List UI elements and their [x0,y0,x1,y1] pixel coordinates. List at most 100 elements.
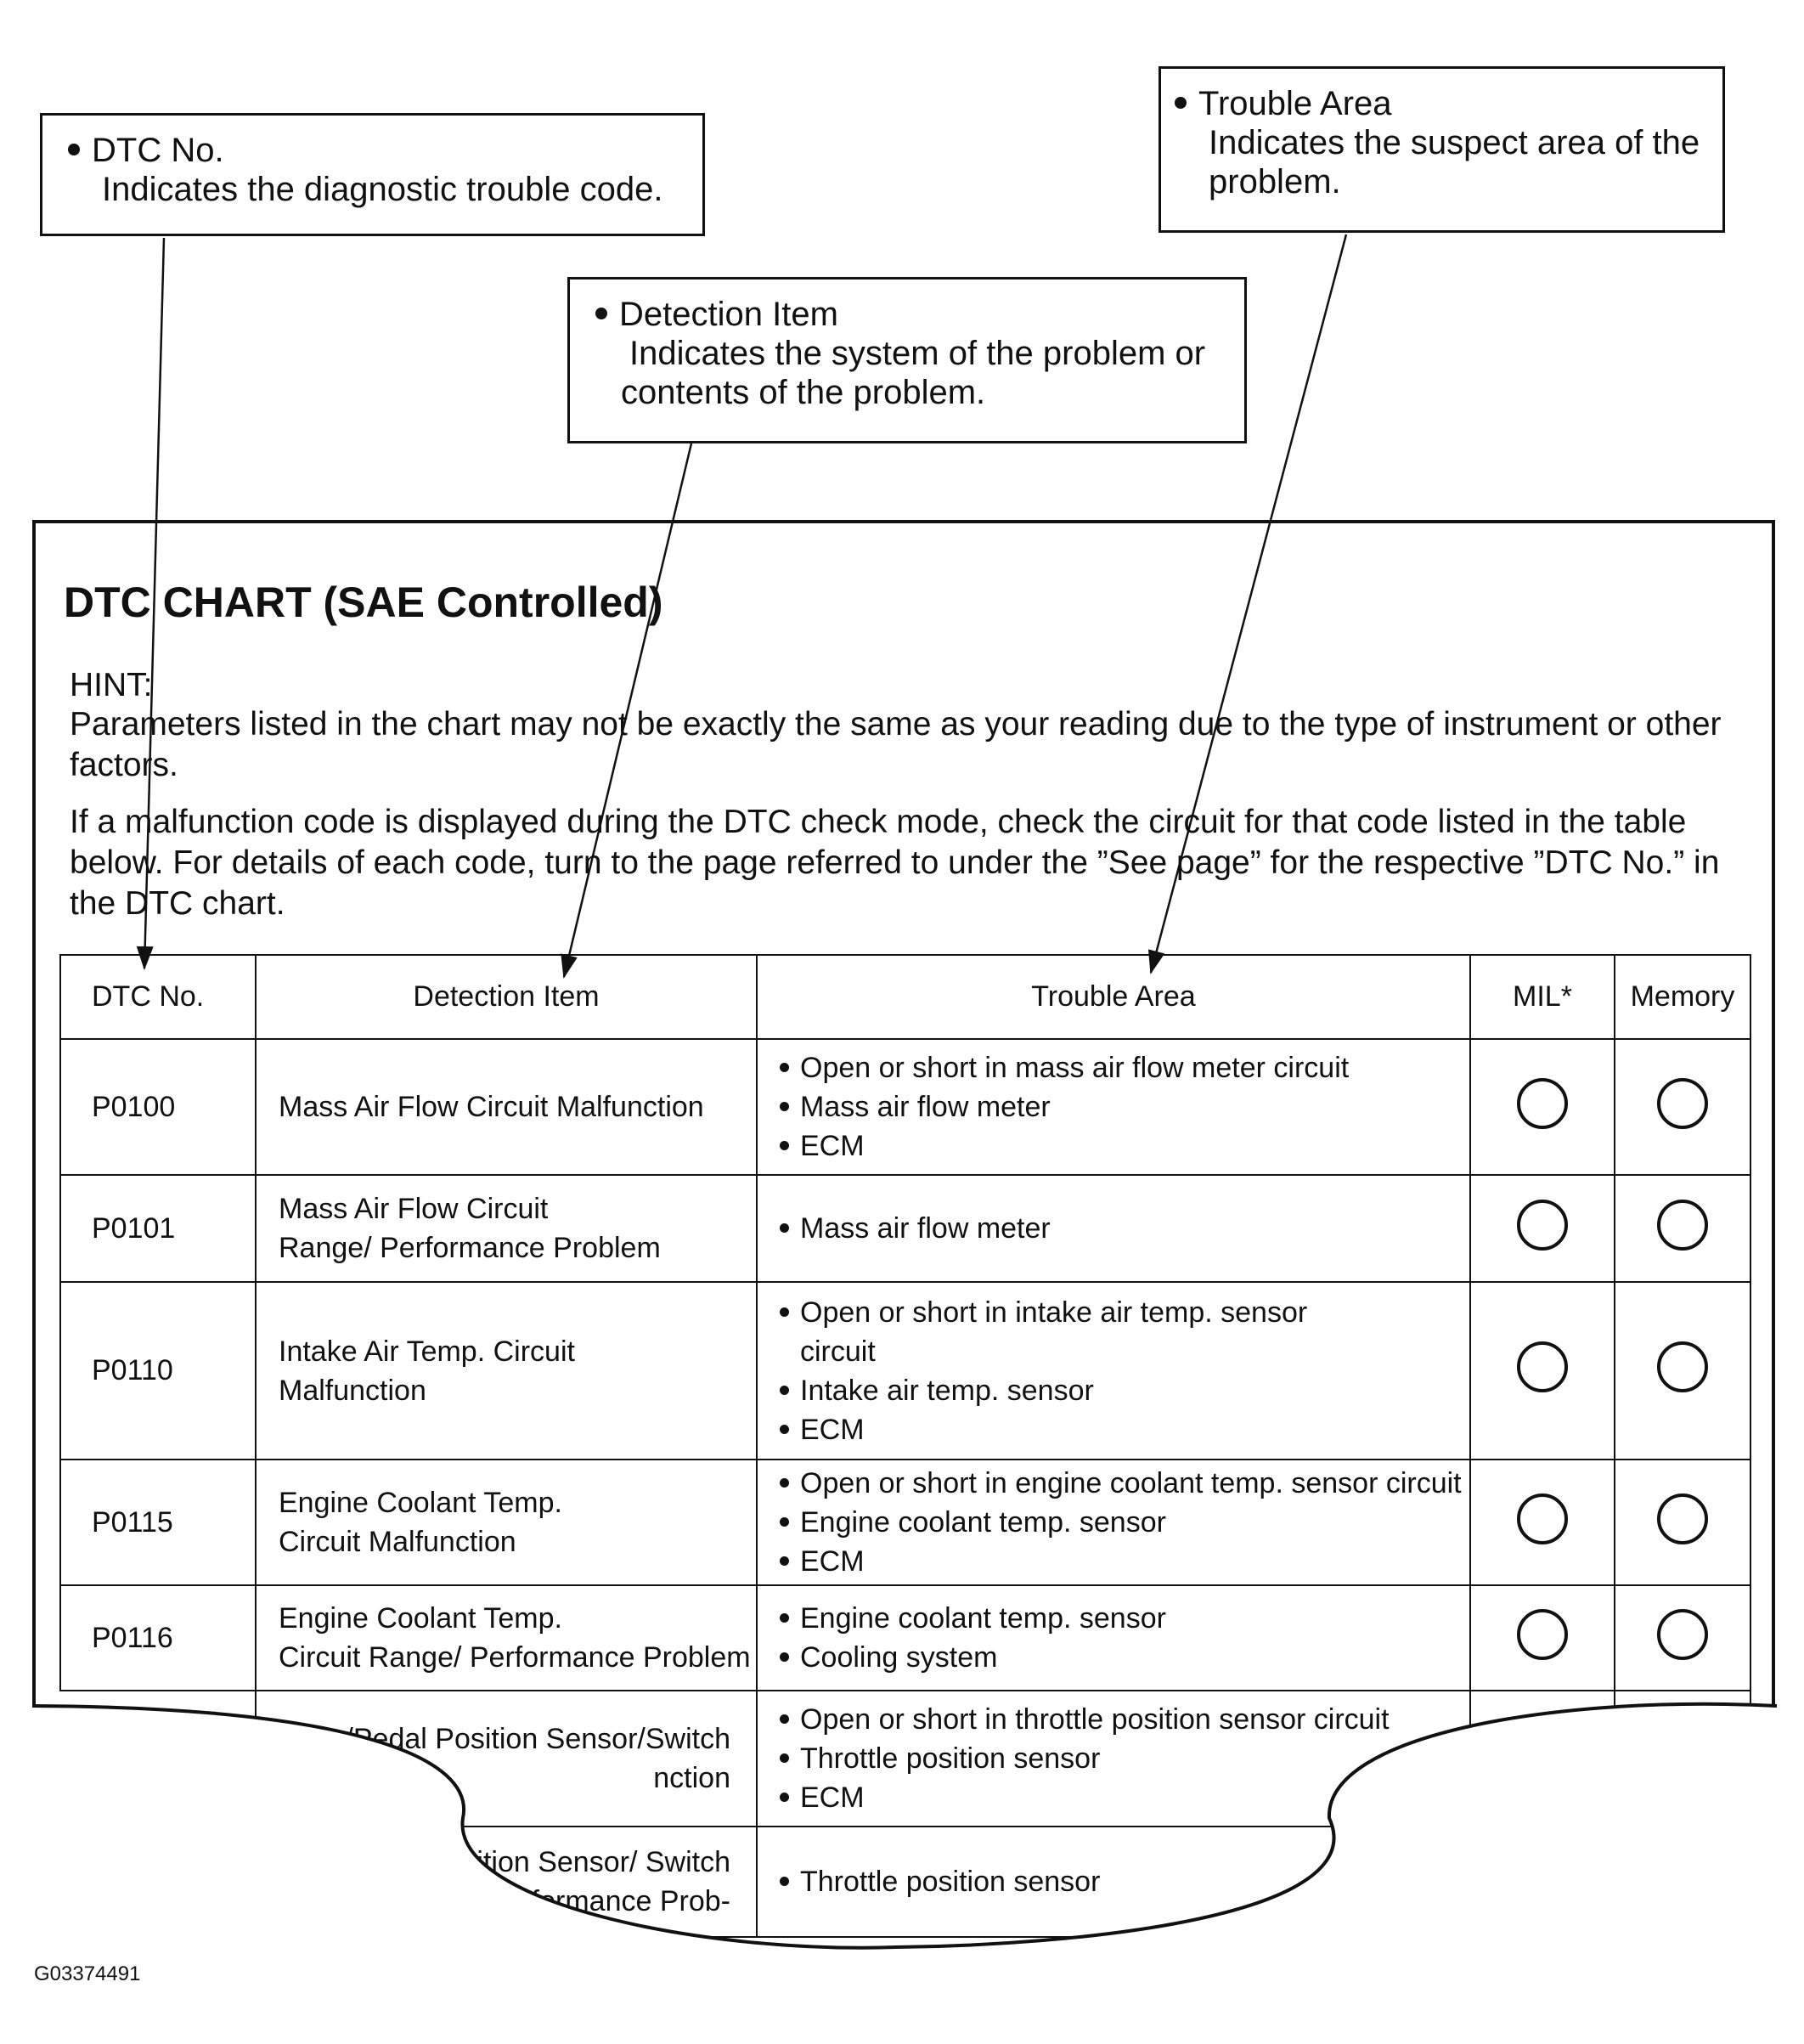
header-dtc-no: DTC No. [59,954,257,1040]
area-item: Mass air flow meter [780,1209,1469,1248]
detection-line: Malfunction [279,1374,426,1407]
area-item: Open or short in engine coolant temp. se… [780,1464,1469,1503]
area-item: ECM [780,1542,1469,1581]
arrow-detection-item [561,443,693,979]
table-row: P0101 Mass Air Flow Circuit Range/ Perfo… [59,1174,1751,1283]
detection-line: /Pedal Position Sensor/Switch [345,1723,730,1755]
trouble-area: Open or short in intake air temp. sensor… [756,1281,1471,1460]
circle-icon [1657,1493,1708,1544]
circle-icon [1517,1341,1568,1392]
dtc-code: P0110 [59,1281,257,1460]
hint-label: HINT: [70,667,153,703]
dtc-code: P0100 [59,1038,257,1176]
header-detection-item: Detection Item [255,954,758,1040]
detection-item: Intake Air Temp. Circuit Malfunction [255,1281,758,1460]
detection-line: Engine Coolant Temp. [279,1602,562,1635]
detection-line: Mass Air Flow Circuit [279,1193,549,1225]
header-trouble-area: Trouble Area [756,954,1471,1040]
callout-dtc-heading: DTC No. [92,132,224,169]
memory-cell [1614,1584,1751,1691]
circle-icon [1657,1199,1708,1251]
mil-cell [1469,1174,1615,1283]
mil-cell [1469,1584,1615,1691]
area-item: Open or short in throttle position senso… [780,1700,1469,1739]
hint-paragraph-1: Parameters listed in the chart may not b… [70,706,1722,783]
callout-trouble-area: Trouble Area Indicates the suspect area … [1159,66,1725,233]
detection-line: Circuit Range/ Performance Problem [279,1641,751,1674]
area-item: Engine coolant temp. sensor [780,1503,1469,1542]
trouble-area: Open or short in mass air flow meter cir… [756,1038,1471,1176]
detection-line: nction [653,1762,730,1794]
detection-line: sition Sensor/ Switch [462,1846,730,1878]
table-row: P0110 Intake Air Temp. Circuit Malfuncti… [59,1281,1751,1460]
trouble-area: Open or short in engine coolant temp. se… [756,1459,1471,1586]
callout-trouble-heading: Trouble Area [1198,85,1392,122]
detection-item: Engine Coolant Temp. Circuit Range/ Perf… [255,1584,758,1691]
detection-item: Mass Air Flow Circuit Malfunction [255,1038,758,1176]
memory-cell [1614,1174,1751,1283]
area-item: Intake air temp. sensor [780,1371,1469,1410]
detection-line: Intake Air Temp. Circuit [279,1335,575,1368]
callout-detection-desc-1: Indicates the system of the problem or [629,335,1206,372]
callout-trouble-desc-2: problem. [1209,163,1341,200]
area-item: Open or short in intake air temp. sensor [780,1293,1469,1332]
header-memory: Memory [1614,954,1751,1040]
dtc-code: P0101 [59,1174,257,1283]
area-item: Open or short in mass air flow meter cir… [780,1048,1469,1087]
detection-line: Engine Coolant Temp. [279,1487,562,1519]
detection-line: Range/ Performance Problem [279,1232,661,1264]
table-row: P0115 Engine Coolant Temp. Circuit Malfu… [59,1459,1751,1586]
detection-item: Mass Air Flow Circuit Range/ Performance… [255,1174,758,1283]
callout-dtc-no: DTC No. Indicates the diagnostic trouble… [40,113,705,236]
arrow-trouble-area [1147,234,1348,974]
area-item: Throttle position sensor [780,1739,1469,1778]
area-item: ECM [780,1410,1469,1449]
callout-detection-item: Detection Item Indicates the system of t… [567,277,1247,443]
circle-icon [1517,1077,1568,1129]
dtc-chart-panel [32,520,1775,1709]
hint-paragraph-2: If a malfunction code is displayed durin… [70,804,1720,922]
detection-line: Mass Air Flow Circuit Malfunction [279,1091,704,1123]
area-item: ECM [780,1778,1469,1817]
torn-edge-mask [0,1705,1804,2044]
area-item: Mass air flow meter [780,1087,1469,1126]
bullet-icon [1175,97,1187,110]
table-header-row: DTC No. Detection Item Trouble Area MIL*… [59,954,1751,1040]
chart-title: DTC CHART (SAE Controlled) [64,579,663,626]
memory-cell [1614,1281,1751,1460]
dtc-code: P0115 [59,1459,257,1586]
mil-cell [1469,1281,1615,1460]
circle-icon [1657,1341,1708,1392]
area-item: Throttle position sensor [780,1862,1469,1901]
trouble-area: Mass air flow meter [756,1174,1471,1283]
bullet-icon [68,144,80,156]
header-mil: MIL* [1469,954,1615,1040]
mil-cell [1469,1459,1615,1586]
torn-edge-line [31,1702,1778,1950]
dtc-code: P0116 [59,1584,257,1691]
arrow-dtc-no [136,237,166,970]
area-item: Engine coolant temp. sensor [780,1599,1469,1638]
table-row: P0100 Mass Air Flow Circuit Malfunction … [59,1038,1751,1176]
circle-icon [1517,1608,1568,1660]
table-row: P0116 Engine Coolant Temp. Circuit Range… [59,1584,1751,1691]
memory-cell [1614,1459,1751,1586]
callout-detection-desc-2: contents of the problem. [621,374,986,411]
circle-icon [1517,1493,1568,1544]
area-item: ECM [780,1126,1469,1166]
trouble-area: Engine coolant temp. sensor Cooling syst… [756,1584,1471,1691]
area-item-continued: circuit [800,1335,876,1368]
circle-icon [1657,1077,1708,1129]
circle-icon [1657,1608,1708,1660]
callout-detection-heading: Detection Item [619,296,838,333]
callout-trouble-desc-1: Indicates the suspect area of the [1209,124,1700,161]
area-item: Cooling system [780,1638,1469,1677]
detection-item: Engine Coolant Temp. Circuit Malfunction [255,1459,758,1586]
memory-cell [1614,1038,1751,1176]
detection-line: Circuit Malfunction [279,1526,516,1558]
figure-id: G03374491 [34,1962,141,1985]
circle-icon [1517,1199,1568,1251]
bullet-icon [595,308,607,320]
mil-cell [1469,1038,1615,1176]
